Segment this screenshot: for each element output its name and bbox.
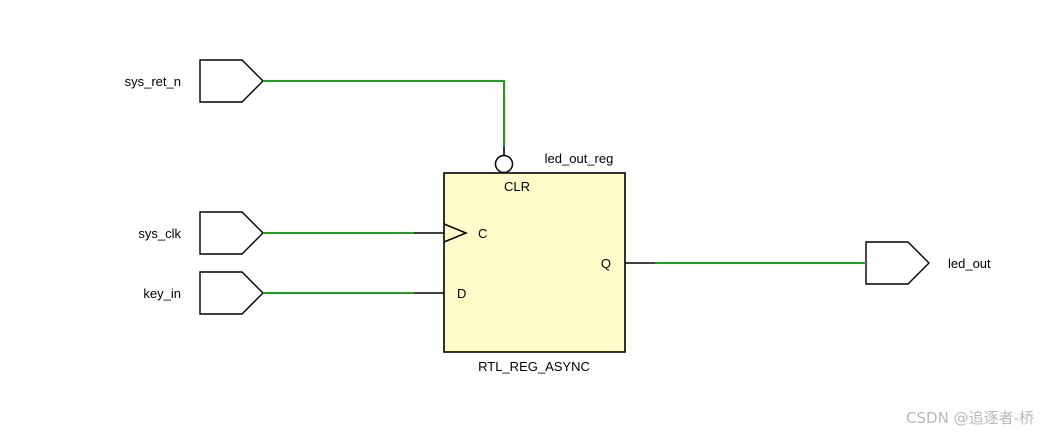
pin-label-output: Q: [601, 256, 611, 271]
output-port-shape: [865, 241, 930, 285]
register-cell-type: RTL_REG_ASYNC: [478, 359, 590, 374]
input-port-shape: [199, 211, 264, 255]
input-port-sys-clk[interactable]: sys_clk: [138, 211, 264, 255]
clock-triangle-icon: [443, 223, 468, 243]
watermark: CSDN @追逐者-桥: [906, 409, 1034, 427]
net-sys-ret-n[interactable]: [263, 80, 505, 146]
input-port-shape: [199, 271, 264, 315]
input-port-label: sys_ret_n: [125, 74, 181, 89]
pin-label-clear: CLR: [504, 179, 530, 194]
output-port-label: led_out: [948, 256, 991, 271]
register-instance-name: led_out_reg: [545, 151, 614, 166]
register-body: [443, 172, 626, 353]
clear-inversion-bubble: [494, 154, 514, 174]
pin-label-clock: C: [478, 226, 487, 241]
output-port-led-out[interactable]: led_out: [865, 241, 991, 285]
pin-label-data: D: [457, 286, 466, 301]
input-port-label: sys_clk: [138, 226, 181, 241]
register-cell[interactable]: CLR C D Q led_out_reg RTL_REG_ASYNC: [414, 146, 655, 374]
input-port-shape: [199, 59, 264, 103]
input-port-sys-ret-n[interactable]: sys_ret_n: [125, 59, 264, 103]
input-port-key-in[interactable]: key_in: [143, 271, 264, 315]
input-port-label: key_in: [143, 286, 181, 301]
